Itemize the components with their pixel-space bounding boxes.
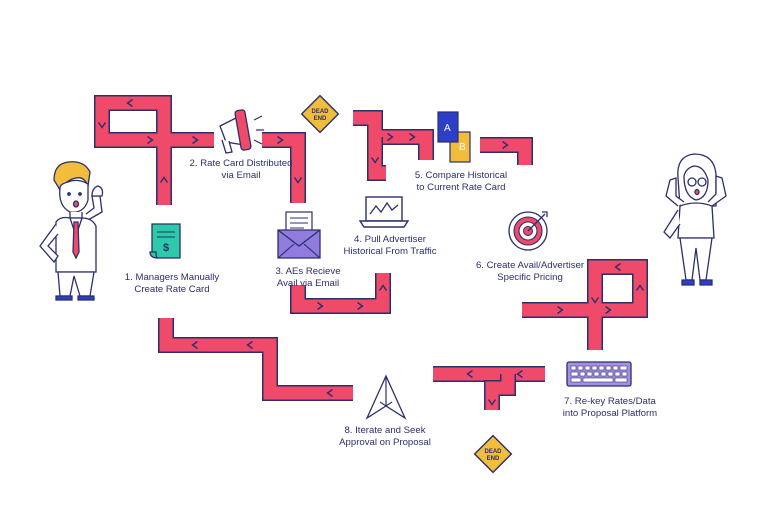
laptop-chart-icon [358, 196, 410, 228]
svg-text:$: $ [163, 242, 169, 254]
card-b-letter: B [459, 142, 466, 153]
rate-card-document-icon: $ [149, 223, 181, 259]
path-segment-8 [158, 318, 353, 401]
step-8-label: 8. Iterate and Seek Approval on Proposal [339, 425, 431, 448]
dead-end-text-1b: END [314, 116, 327, 122]
dead-end-sign-top: DEAD END [300, 94, 340, 134]
dead-end-text-2a: DEAD [484, 449, 502, 455]
paper-plane-icon [365, 374, 407, 420]
target-arrow-icon [508, 211, 548, 251]
card-a-letter: A [444, 123, 451, 134]
cards-a-b-icon: B A [437, 111, 471, 163]
step-1-label: 1. Managers Manually Create Rate Card [124, 272, 220, 295]
step-5-label: 5. Compare Historical to Current Rate Ca… [414, 170, 508, 193]
step-4-label: 4. Pull Advertiser Historical From Traff… [343, 234, 437, 257]
step-2-label: 2. Rate Card Distributed via Email [189, 158, 293, 181]
dead-end-text-1a: DEAD [311, 109, 329, 115]
stressed-man-illustration [39, 161, 104, 301]
path-segment-4 [480, 137, 533, 165]
path-segment-7 [433, 366, 545, 410]
dead-end-sign-bottom: DEAD END [473, 434, 513, 474]
path-segment-6 [522, 259, 648, 350]
step-3-label: 3. AEs Recieve Avail via Email [275, 266, 341, 289]
megaphone-icon [219, 109, 264, 154]
stressed-woman-illustration [663, 153, 727, 286]
keyboard-icon [566, 361, 632, 387]
path-segment-3 [353, 110, 434, 181]
step-7-label: 7. Re-key Rates/Data into Proposal Platf… [562, 396, 658, 419]
dead-end-text-2b: END [487, 456, 500, 462]
path-segment-1 [94, 95, 214, 205]
path-segment-5 [290, 273, 391, 314]
step-6-label: 6. Create Avail/Advertiser Specific Pric… [475, 260, 585, 283]
envelope-letter-icon [277, 211, 321, 259]
